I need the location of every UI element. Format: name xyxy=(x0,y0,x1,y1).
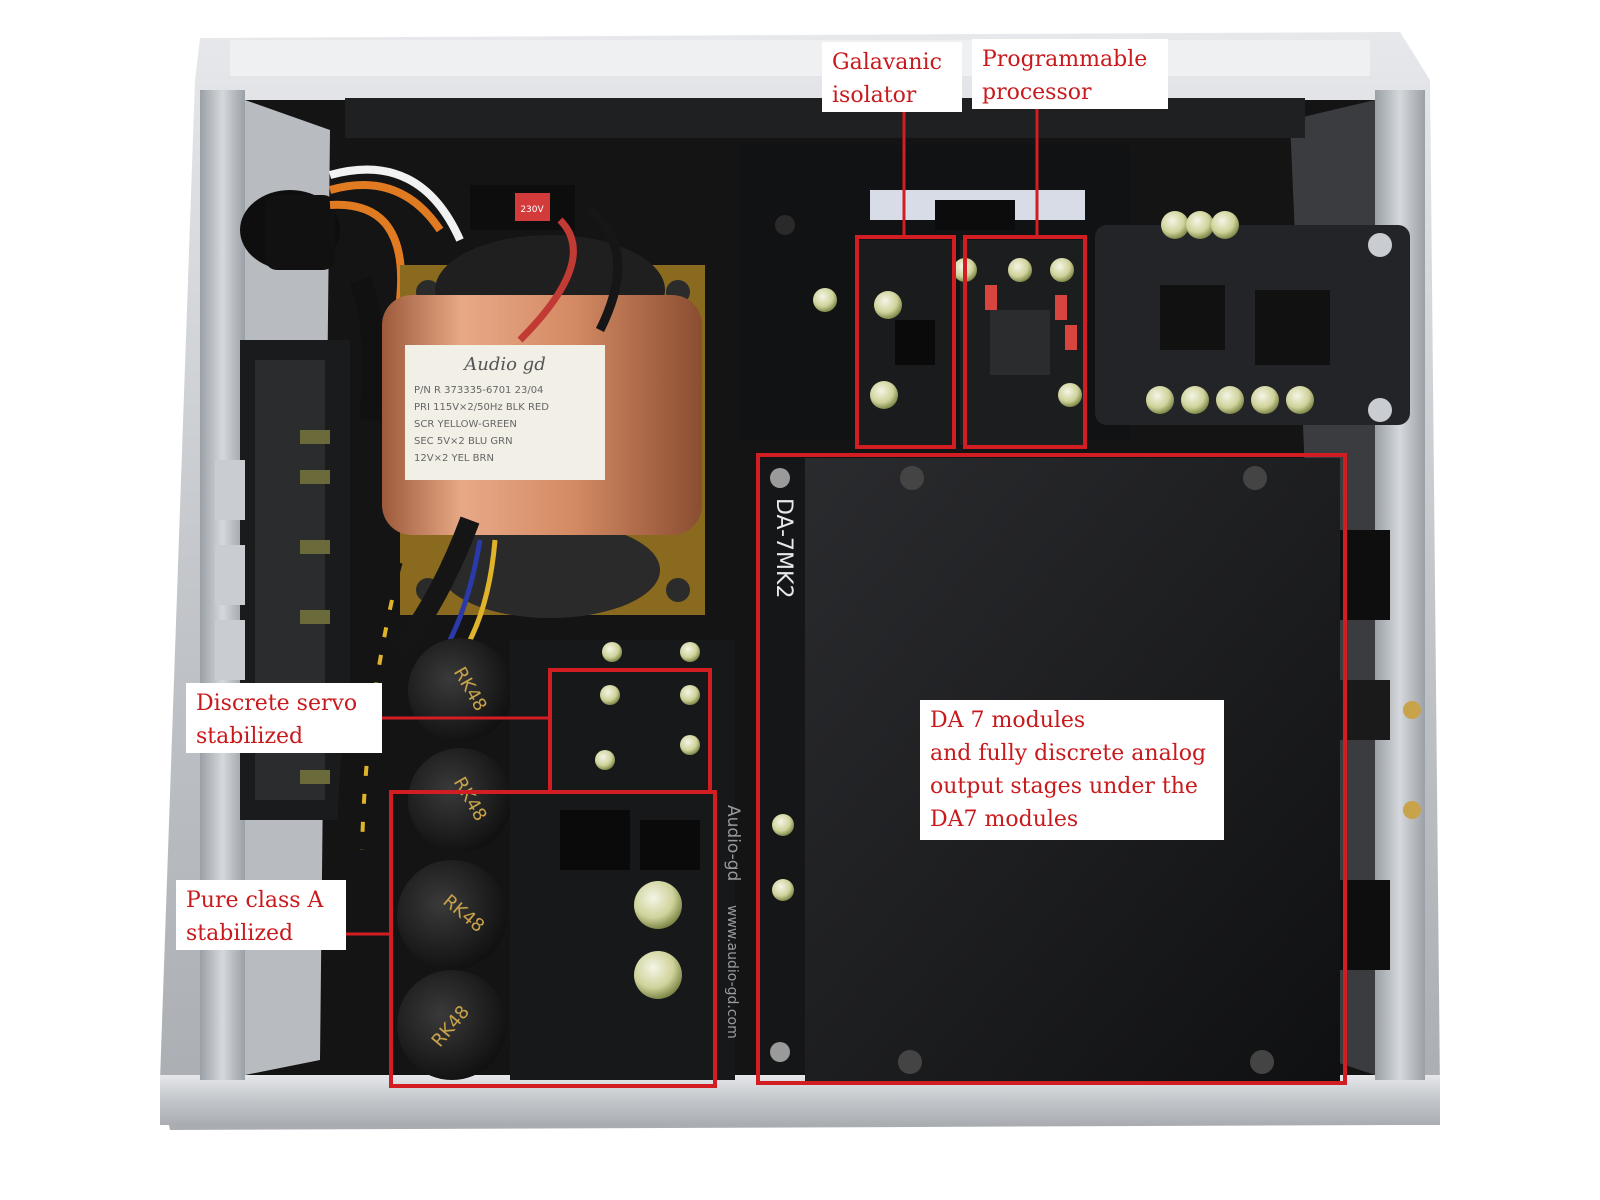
callout-boxes xyxy=(389,235,1347,1088)
annotation-discrete-servo: Discrete servo stabilized xyxy=(186,683,382,753)
annotation-line: processor xyxy=(982,80,1092,105)
transformer-label-line: PRI 115V×2/50Hz BLK RED xyxy=(414,402,549,413)
power-capacitor-bank: RK48 RK48 RK48 RK48 xyxy=(397,638,512,1080)
annotation-galvanic-isolator: Galavanic isolator xyxy=(822,42,962,112)
power-inlet xyxy=(240,165,464,422)
cable-harness xyxy=(336,556,408,1002)
annotation-line: Galavanic xyxy=(832,50,942,75)
transformer-label-line: 12V×2 YEL BRN xyxy=(414,453,494,464)
voltage-switch-label: 230V xyxy=(520,205,544,215)
annotation-line: isolator xyxy=(832,83,917,108)
transformer-label-line: SEC 5V×2 BLU GRN xyxy=(414,436,513,447)
main-pcb xyxy=(740,145,1130,445)
annotation-line: DA 7 modules xyxy=(930,708,1086,733)
annotation-line: Pure class A xyxy=(186,888,324,913)
pcb-silkscreen-text: Audio-gd xyxy=(723,805,743,881)
annotation-line: DA7 modules xyxy=(930,807,1079,832)
annotation-line: and fully discrete analog xyxy=(930,741,1207,766)
transformer-label-line: P/N R 373335-6701 23/04 xyxy=(414,385,543,396)
module-board-label: DA-7MK2 xyxy=(771,498,796,598)
usb-interface-board xyxy=(1095,211,1410,425)
transformer-label-line: SCR YELLOW-GREEN xyxy=(414,419,517,430)
annotation-line: output stages under the xyxy=(930,774,1198,799)
callout-box-processor xyxy=(963,235,1087,449)
annotation-line: Discrete servo xyxy=(196,691,358,716)
annotation-pure-class-a: Pure class A stabilized xyxy=(176,880,346,950)
regulator-pcb: Audio-gd www.audio-gd.com xyxy=(510,640,743,1080)
transformer-brand: Audio gd xyxy=(462,354,545,375)
callout-leaders xyxy=(346,109,1039,936)
annotation-line: Programmable xyxy=(982,47,1148,72)
annotation-programmable-processor: Programmable processor xyxy=(972,39,1168,109)
rear-connectors xyxy=(1340,530,1421,970)
annotation-da7-modules: DA 7 modules and fully discrete analog o… xyxy=(920,700,1224,840)
annotation-line: stabilized xyxy=(196,724,304,749)
callout-box-da7 xyxy=(756,453,1347,1085)
toroidal-transformer: Audio gd P/N R 373335-6701 23/04 PRI 115… xyxy=(382,185,705,657)
callout-box-classa xyxy=(389,790,717,1088)
pcb-silkscreen-url: www.audio-gd.com xyxy=(724,905,740,1039)
annotation-line: stabilized xyxy=(186,921,294,946)
